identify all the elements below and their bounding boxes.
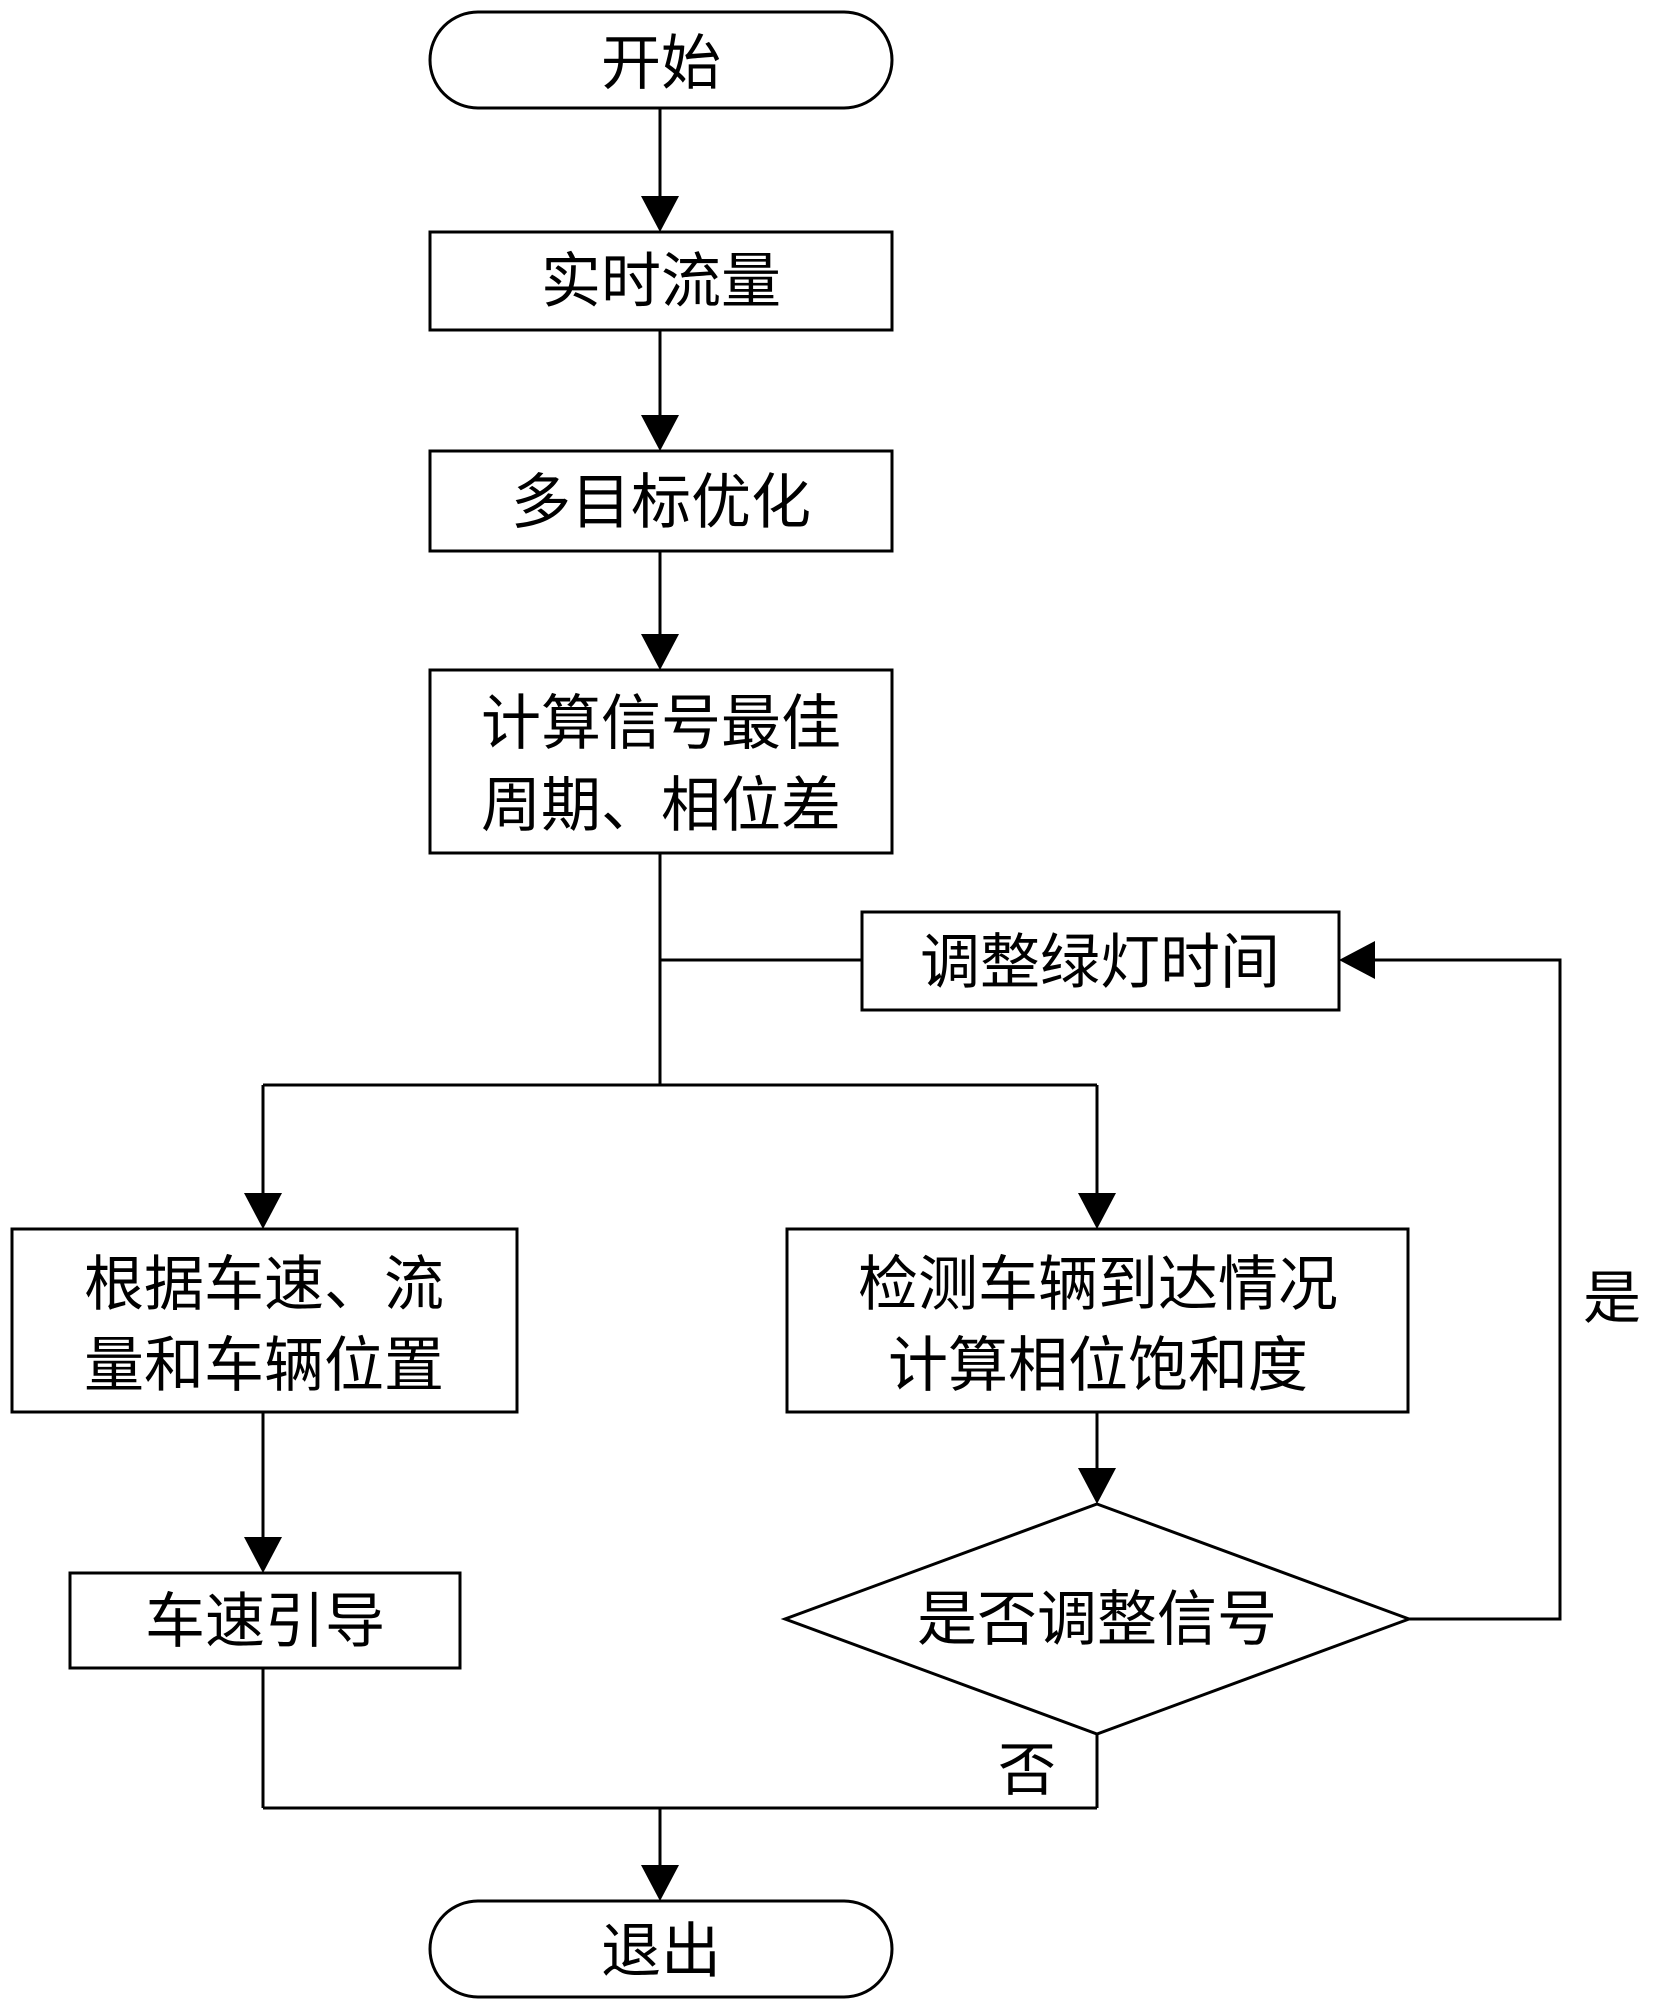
yes-edge-label: 是 bbox=[1583, 1264, 1641, 1332]
node-start: 开始 bbox=[428, 10, 894, 110]
start-terminator-shape bbox=[428, 10, 894, 110]
connectors bbox=[244, 108, 1562, 1901]
adjust-green-box bbox=[860, 910, 1341, 1012]
realtime-flow-label: 实时流量 bbox=[541, 247, 781, 317]
speed-flow-position-box bbox=[10, 1227, 519, 1414]
start-label: 开始 bbox=[601, 29, 721, 99]
arrowhead-compute bbox=[641, 634, 679, 670]
speed-flow-position-label-line2: 量和车辆位置 bbox=[84, 1331, 444, 1401]
detect-arrivals-label-line1: 检测车辆到达情况 bbox=[858, 1250, 1338, 1320]
realtime-flow-box bbox=[428, 230, 894, 332]
detect-arrivals-label-line2: 计算相位饱和度 bbox=[888, 1331, 1308, 1401]
node-speed-flow-position: 根据车速、流 量和车辆位置 bbox=[10, 1227, 519, 1414]
decision-diamond bbox=[780, 1502, 1414, 1736]
arrowhead-multi bbox=[641, 415, 679, 451]
node-compute-signal: 计算信号最佳 周期、相位差 bbox=[428, 668, 894, 855]
compute-signal-box bbox=[428, 668, 894, 855]
speed-guidance-label: 车速引导 bbox=[145, 1587, 385, 1657]
compute-signal-label-line1: 计算信号最佳 bbox=[481, 689, 841, 759]
node-adjust-green: 调整绿灯时间 bbox=[860, 910, 1341, 1012]
node-decision: 是否调整信号 bbox=[780, 1502, 1414, 1736]
node-realtime-flow: 实时流量 bbox=[428, 230, 894, 332]
edge-yes-loop bbox=[1375, 958, 1562, 1621]
speed-flow-position-label-line1: 根据车速、流 bbox=[84, 1250, 444, 1320]
decision-label: 是否调整信号 bbox=[917, 1585, 1277, 1655]
adjust-green-label: 调整绿灯时间 bbox=[920, 928, 1280, 998]
detect-arrivals-box bbox=[785, 1227, 1410, 1414]
arrowhead-adjust-green bbox=[1339, 941, 1375, 979]
compute-signal-label-line2: 周期、相位差 bbox=[481, 771, 841, 841]
multi-objective-label: 多目标优化 bbox=[511, 468, 811, 538]
node-exit: 退出 bbox=[428, 1899, 894, 1999]
node-speed-guidance: 车速引导 bbox=[68, 1571, 462, 1670]
node-multi-objective: 多目标优化 bbox=[428, 449, 894, 553]
arrowhead-right-box bbox=[1078, 1193, 1116, 1229]
arrowhead-exit bbox=[641, 1865, 679, 1901]
arrowhead-left-box bbox=[244, 1193, 282, 1229]
arrowhead-realtime bbox=[641, 196, 679, 232]
exit-terminator-shape bbox=[428, 1899, 894, 1999]
speed-guidance-box bbox=[68, 1571, 462, 1670]
multi-objective-box bbox=[428, 449, 894, 553]
node-detect-arrivals: 检测车辆到达情况 计算相位饱和度 bbox=[785, 1227, 1410, 1414]
no-edge-label: 否 bbox=[998, 1736, 1056, 1804]
arrowhead-guidance bbox=[244, 1537, 282, 1573]
exit-label: 退出 bbox=[601, 1917, 721, 1987]
arrowhead-decision bbox=[1078, 1468, 1116, 1504]
